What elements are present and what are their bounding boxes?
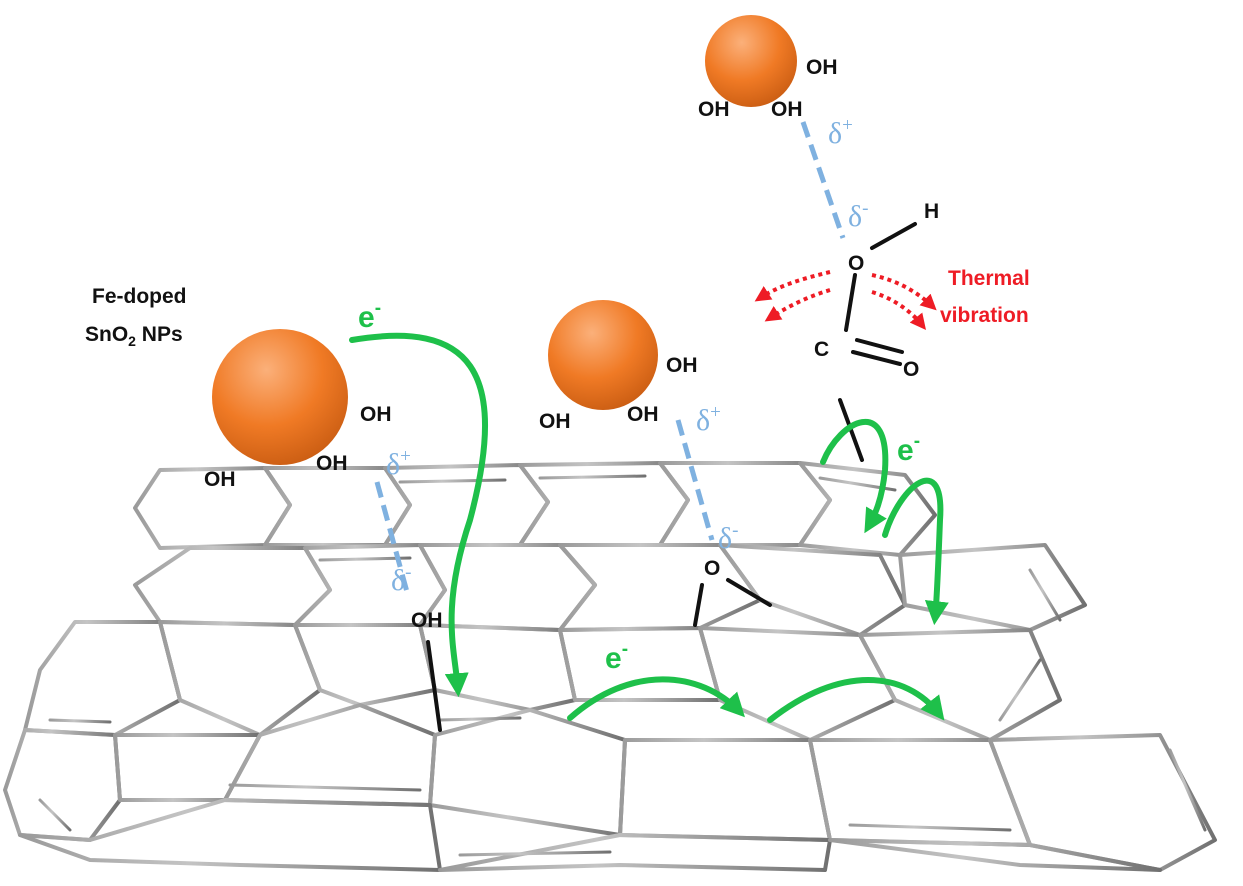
delta-plus-label: δ+ — [386, 446, 411, 481]
delta-minus-label: δ- — [848, 198, 868, 233]
oh-label: OH — [539, 410, 571, 433]
electron-arrow-upper-2 — [882, 477, 949, 626]
carboxyl-o-label: O — [903, 358, 919, 381]
oh-label: OH — [698, 98, 730, 121]
graphene-ring — [828, 838, 1162, 872]
electron-label: e- — [605, 639, 628, 675]
graphene-ring — [438, 833, 832, 872]
delta-minus-label: δ- — [718, 520, 738, 555]
np-label-line2: SnO2 NPs — [85, 323, 183, 349]
thermal-label-line2: vibration — [940, 304, 1029, 327]
delta-plus-label: δ+ — [696, 402, 721, 437]
graphene-ring — [113, 733, 262, 802]
delta-minus-label: δ- — [391, 562, 411, 597]
functional-group-bonds — [426, 222, 917, 732]
oh-label: OH — [360, 403, 392, 426]
graphene-ring — [858, 628, 1062, 742]
graphene-ring — [428, 708, 627, 837]
oh-label: OH — [666, 354, 698, 377]
np-label-line1: Fe-doped — [92, 285, 187, 308]
electron-arrow-left — [349, 332, 488, 698]
nanoparticle-large — [212, 329, 348, 465]
graphene-ring — [718, 543, 907, 637]
oh-label: OH — [771, 98, 803, 121]
thermal-label-line1: Thermal — [948, 267, 1030, 290]
electron-arrows — [349, 332, 949, 723]
nanoparticle-middle — [548, 300, 658, 410]
hydroxyl-o-label: O — [848, 252, 864, 275]
delta-plus-label: δ+ — [828, 115, 853, 150]
graphene-ring — [158, 620, 322, 737]
graphene-ring — [558, 626, 722, 702]
hydrogen-bond-left — [374, 481, 410, 593]
oh-label: OH — [806, 56, 838, 79]
graphene-ring — [988, 733, 1217, 872]
electron-label: e- — [897, 431, 920, 467]
graphene-ring — [293, 623, 437, 707]
electron-arrow-bottom-2 — [767, 677, 945, 723]
carboxyl-c-label: C — [814, 338, 829, 361]
graphene-ring — [418, 623, 577, 712]
oh-label: OH — [627, 403, 659, 426]
oh-label: OH — [204, 468, 236, 491]
hydrogen-bond-middle — [675, 419, 715, 541]
graphene-ring — [618, 738, 832, 842]
oh-label: OH — [316, 452, 348, 475]
graphene-sheet — [3, 461, 1217, 872]
graphene-ring — [18, 798, 442, 872]
oh-label: OH — [411, 609, 443, 632]
nanoparticle-top — [705, 15, 797, 107]
graphene-ring — [698, 626, 897, 742]
hydroxyl-h-label: H — [924, 200, 939, 223]
hydrogen-bond-top — [800, 121, 846, 239]
thermal-arrows — [754, 270, 937, 330]
electron-arrow-bottom-1 — [567, 676, 745, 721]
electron-label: e- — [358, 298, 381, 334]
electron-arrow-upper-1 — [820, 419, 889, 534]
epoxy-o-label: O — [704, 557, 720, 580]
